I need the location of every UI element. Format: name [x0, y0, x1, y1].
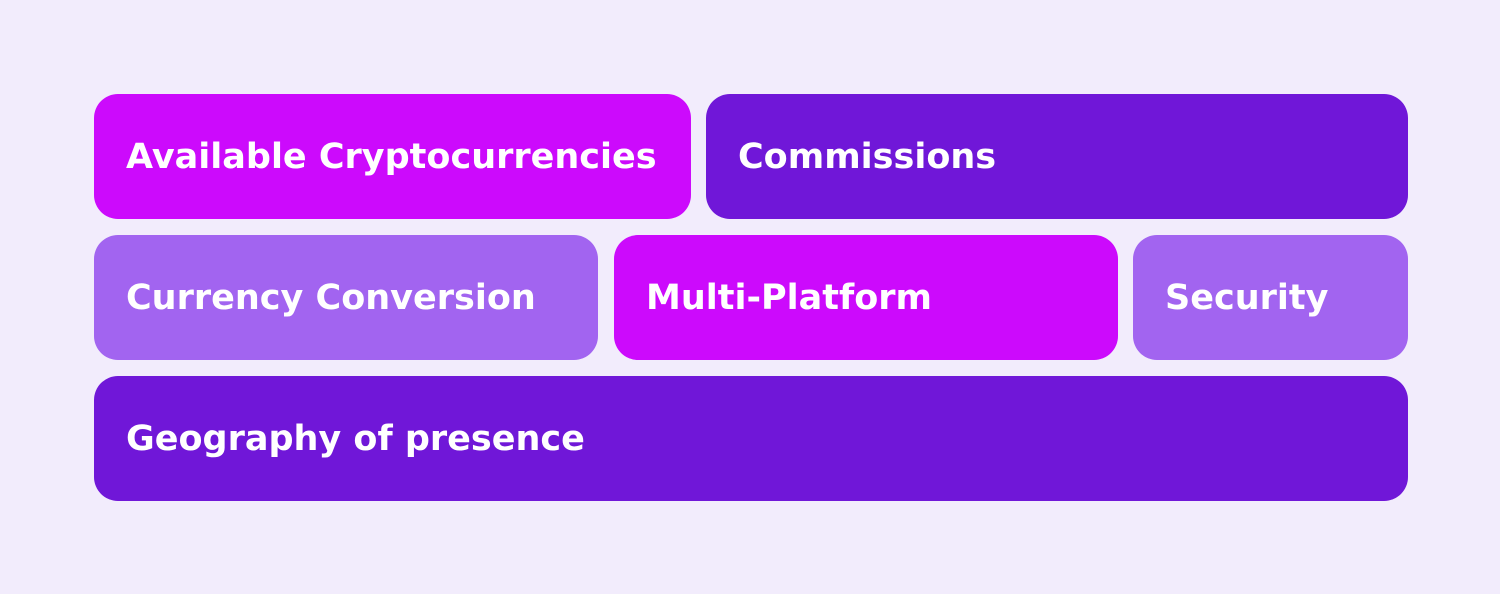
tile-security: Security [1133, 235, 1408, 360]
tile-label: Multi-Platform [646, 277, 932, 318]
tile-multi-platform: Multi-Platform [614, 235, 1118, 360]
tile-geography-of-presence: Geography of presence [94, 376, 1408, 501]
tile-label: Geography of presence [126, 418, 585, 459]
tile-available-cryptocurrencies: Available Cryptocurrencies [94, 94, 691, 219]
tile-label: Commissions [738, 136, 997, 177]
tile-label: Currency Conversion [126, 277, 536, 318]
tile-commissions: Commissions [706, 94, 1408, 219]
tile-label: Security [1165, 277, 1329, 318]
tile-currency-conversion: Currency Conversion [94, 235, 598, 360]
tile-label: Available Cryptocurrencies [126, 136, 657, 177]
